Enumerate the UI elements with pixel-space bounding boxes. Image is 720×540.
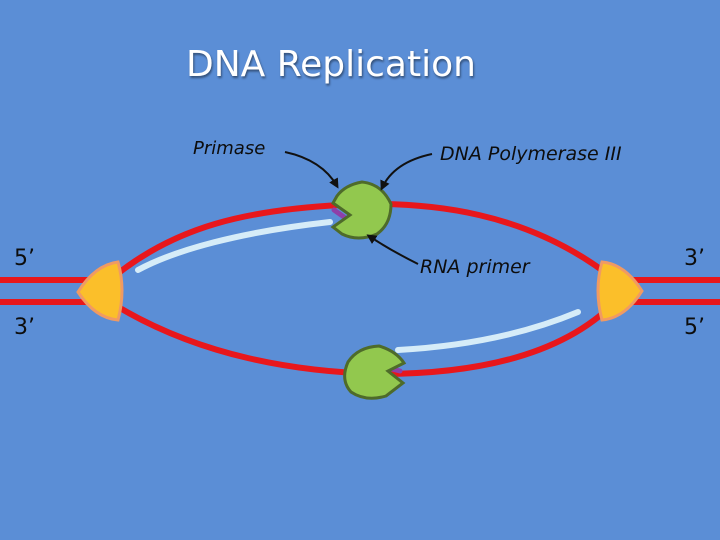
end-label-top-left: 5’ [14, 246, 35, 271]
new-strand-bottom [395, 309, 581, 353]
parent-duplex-left [0, 277, 92, 305]
end-label-bottom-left: 3’ [14, 315, 35, 340]
rna-primer-top [331, 207, 347, 220]
polymerase-top [330, 180, 393, 240]
end-label-top-right: 3’ [684, 246, 705, 271]
diagram-title: DNA Replication [186, 44, 476, 85]
end-label-bottom-right: 5’ [684, 315, 705, 340]
polymerase-arrow [380, 153, 433, 191]
parent-duplex-right [630, 277, 720, 305]
new-strand-top [135, 219, 333, 273]
primase-arrow [284, 151, 339, 189]
polymerase-bottom [343, 344, 407, 400]
helicase-left [76, 260, 124, 322]
rna-primer-arrow [366, 234, 419, 265]
primase-label: Primase [193, 138, 266, 159]
rna-primer-label: RNA primer [420, 256, 530, 278]
helicase-right [596, 260, 644, 322]
polymerase-label: DNA Polymerase III [440, 143, 622, 165]
